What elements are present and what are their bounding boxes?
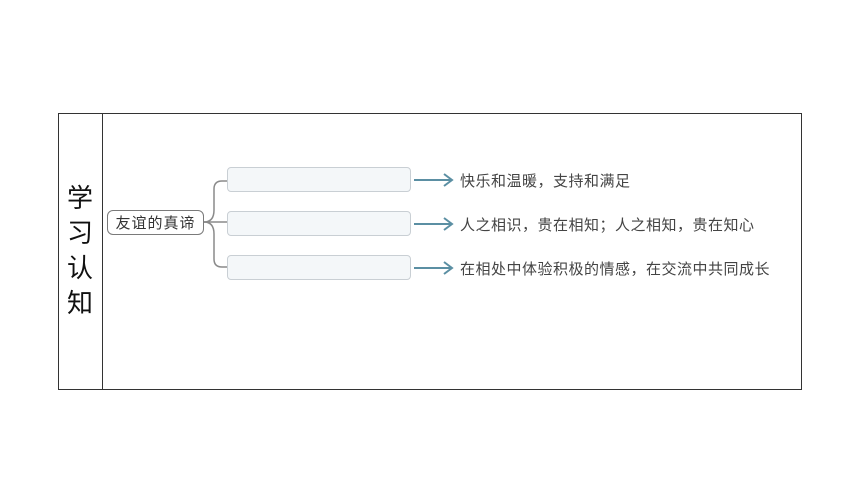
topic-node: 友谊的真谛 <box>107 210 204 235</box>
answer-text: 快乐和温暖，支持和满足 <box>460 172 631 190</box>
arrow-head <box>443 261 454 275</box>
side-title-char: 认 <box>66 253 93 284</box>
answer-text: 人之相识，贵在相知；人之相知，贵在知心 <box>460 216 755 234</box>
branch-bracket <box>203 221 227 268</box>
arrow-head <box>443 217 454 231</box>
blank-box[interactable] <box>227 255 411 280</box>
side-title-char: 学 <box>66 183 93 214</box>
answer-text: 在相处中体验积极的情感，在交流中共同成长 <box>460 260 771 278</box>
blank-box[interactable] <box>227 211 411 236</box>
blank-box[interactable] <box>227 167 411 192</box>
side-title: 学 习 认 知 <box>58 113 102 390</box>
branch-bracket <box>203 180 227 223</box>
arrow-head <box>443 173 454 187</box>
column-divider <box>102 113 103 390</box>
content-table <box>58 113 802 390</box>
side-title-char: 习 <box>66 218 93 249</box>
side-title-char: 知 <box>66 288 93 319</box>
